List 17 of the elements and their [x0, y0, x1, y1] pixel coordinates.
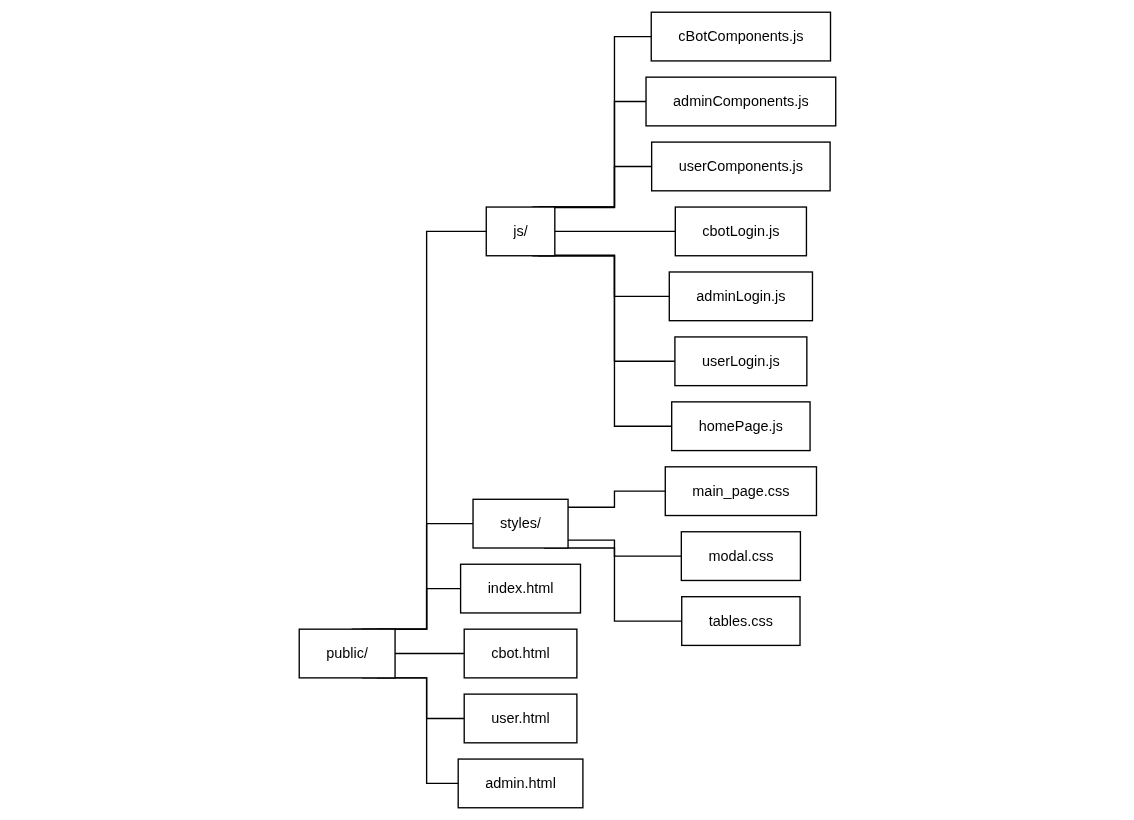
node-box: userLogin.js [673, 336, 808, 387]
node-box: cbotLogin.js [674, 206, 807, 257]
node-box: homePage.js [670, 401, 811, 452]
node-box: styles/ [471, 498, 569, 549]
node-box: index.html [459, 563, 581, 614]
node-box: admin.html [457, 758, 584, 809]
node-box: adminLogin.js [668, 271, 813, 322]
node-box: adminComponents.js [644, 76, 836, 127]
node-box: cBotComponents.js [650, 11, 831, 62]
node-box: user.html [463, 693, 578, 744]
node-box: modal.css [680, 531, 801, 582]
node-box: userComponents.js [650, 141, 831, 192]
node-box: js/ [485, 206, 556, 257]
node-box: main_page.css [664, 466, 817, 517]
node-box: tables.css [680, 596, 801, 647]
node-box: public/ [298, 628, 396, 679]
node-box: cbot.html [463, 628, 578, 679]
